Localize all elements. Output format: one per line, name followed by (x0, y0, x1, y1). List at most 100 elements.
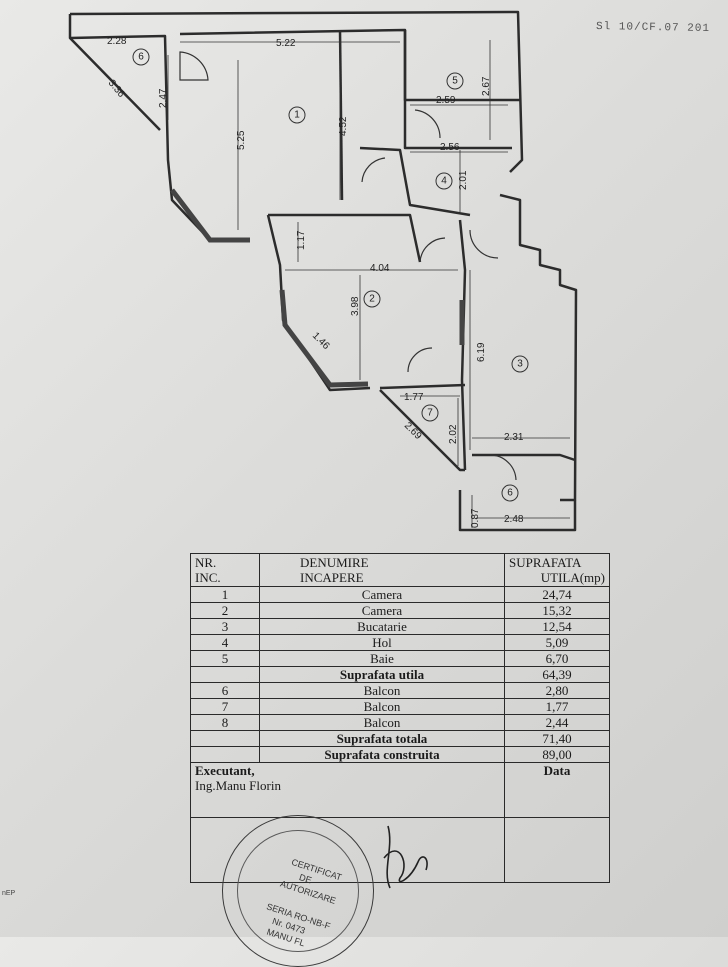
cell-area: 6,70 (504, 650, 610, 667)
dim-label: 3.36 (106, 78, 127, 100)
cell-nr-empty (190, 746, 260, 763)
table-row: 1 Camera 24,74 (190, 586, 610, 603)
cell-name: Hol (259, 634, 505, 651)
header-nr-line1: NR. (195, 555, 217, 570)
cell-built-label: Suprafata construita (259, 746, 505, 763)
cell-area: 2,80 (504, 682, 610, 699)
outer-wall-balcony-8 (458, 490, 577, 532)
window-room-1 (170, 188, 250, 243)
room-number-balcony-6: 6 (138, 52, 144, 63)
inner-wall-bath (403, 30, 512, 150)
table-row: 4 Hol 5,09 (190, 634, 610, 651)
dim-label: 2.48 (504, 514, 524, 525)
header-denumire-line1: DENUMIRE (300, 555, 369, 570)
dim-label: 2.31 (504, 432, 524, 443)
dimension-lines (167, 40, 570, 528)
cell-name: Bucatarie (259, 618, 505, 635)
table-row-subtotal: Suprafata utila 64,39 (190, 666, 610, 683)
floor-plan-doors (179, 51, 517, 481)
door-balcony-7 (407, 347, 433, 373)
cell-area: 12,54 (504, 618, 610, 635)
dim-label: 5.22 (276, 38, 296, 49)
cell-total-area: 71,40 (504, 730, 610, 747)
cell-blank (504, 817, 610, 883)
executant-label: Executant, (195, 763, 255, 778)
cell-nr: 7 (190, 698, 260, 715)
room-number-3: 3 (517, 359, 523, 370)
cell-area: 2,44 (504, 714, 610, 731)
table-row: 2 Camera 15,32 (190, 602, 610, 619)
inner-wall-room-2-bottom (379, 383, 466, 390)
inner-wall-hall (359, 146, 471, 217)
cell-nr-empty (190, 666, 260, 683)
dim-label: 2.01 (458, 170, 469, 190)
handwritten-signature (383, 825, 428, 889)
table-row: 6 Balcon 2,80 (190, 682, 610, 699)
cell-built-area: 89,00 (504, 746, 610, 763)
cell-nr: 4 (190, 634, 260, 651)
authorization-seal: CERTIFICAT DE AUTORIZARE SERIA RO-NB-F N… (222, 815, 374, 967)
cell-area: 1,77 (504, 698, 610, 715)
inner-wall-room-1-top (179, 28, 520, 102)
door-balcony-8 (489, 454, 517, 481)
room-number-1: 1 (294, 110, 300, 121)
table-row: 5 Baie 6,70 (190, 650, 610, 667)
dim-label: 2.67 (481, 76, 492, 96)
outer-wall-balcony-6-top (68, 14, 161, 131)
cell-nr-empty (190, 730, 260, 747)
table-row: 7 Balcon 1,77 (190, 698, 610, 715)
seal-text: CERTIFICAT DE AUTORIZARE SERIA RO-NB-F N… (265, 857, 343, 948)
dim-label: 2.02 (448, 424, 459, 444)
room-number-circles (132, 48, 529, 502)
header-denumire-line2: INCAPERE (300, 570, 364, 585)
cell-name: Camera (259, 586, 505, 603)
floor-plan: 6 1 2 3 4 5 7 6 2.28 5.22 2.47 3.36 5.25… (68, 10, 578, 532)
inner-wall-kitchen-bottom (472, 453, 576, 462)
cell-nr: 1 (190, 586, 260, 603)
table-row-signature: Executant, Ing.Manu Florin Data (190, 762, 610, 818)
cell-subtotal-area: 64,39 (504, 666, 610, 683)
dim-label: 1.46 (310, 330, 332, 352)
cell-subtotal-label: Suprafata utila (259, 666, 505, 683)
header-denumire: DENUMIRE INCAPERE (259, 553, 505, 587)
dim-label: 2.69 (402, 420, 424, 442)
header-suprafata: SUPRAFATA UTILA(mp) (504, 553, 610, 587)
edge-mark: nEP (2, 890, 16, 897)
header-nr-line2: INC. (195, 570, 221, 585)
door-kitchen (469, 229, 499, 259)
room-number-5: 5 (452, 76, 458, 87)
cell-total-label: Suprafata totala (259, 730, 505, 747)
cell-nr: 5 (190, 650, 260, 667)
cell-nr: 8 (190, 714, 260, 731)
cell-area: 5,09 (504, 634, 610, 651)
executant-name: Ing.Manu Florin (195, 778, 281, 793)
floor-plan-walls (68, 10, 578, 532)
dim-label: 4.04 (370, 263, 390, 274)
dim-label: 1.17 (296, 230, 307, 250)
cell-name: Balcon (259, 698, 505, 715)
table-header-row: NR. INC. DENUMIRE INCAPERE SUPRAFATA UTI… (190, 553, 610, 587)
cell-name: Camera (259, 602, 505, 619)
dim-label: 1.77 (404, 392, 424, 403)
dim-label: 3.98 (350, 296, 361, 316)
outer-wall-balcony-7 (379, 389, 465, 472)
header-nr: NR. INC. (190, 553, 260, 587)
header-suprafata-line1: SUPRAFATA (509, 555, 582, 570)
door-room-1 (361, 157, 386, 183)
window-room-2 (279, 289, 369, 388)
cell-area: 24,74 (504, 586, 610, 603)
cell-name: Balcon (259, 714, 505, 731)
dim-label: 2.56 (440, 142, 460, 153)
table-row: 3 Bucatarie 12,54 (190, 618, 610, 635)
table-row-built: Suprafata construita 89,00 (190, 746, 610, 763)
dim-label: 0.87 (470, 508, 481, 528)
floor-plan-windows (170, 188, 465, 388)
outer-wall-kitchen-right (499, 193, 578, 502)
inner-wall-room-2-top (268, 213, 422, 263)
cell-name: Balcon (259, 682, 505, 699)
cell-nr: 3 (190, 618, 260, 635)
cell-area: 15,32 (504, 602, 610, 619)
seal-line-2: DE (298, 872, 313, 885)
cell-name: Baie (259, 650, 505, 667)
cell-nr: 2 (190, 602, 260, 619)
